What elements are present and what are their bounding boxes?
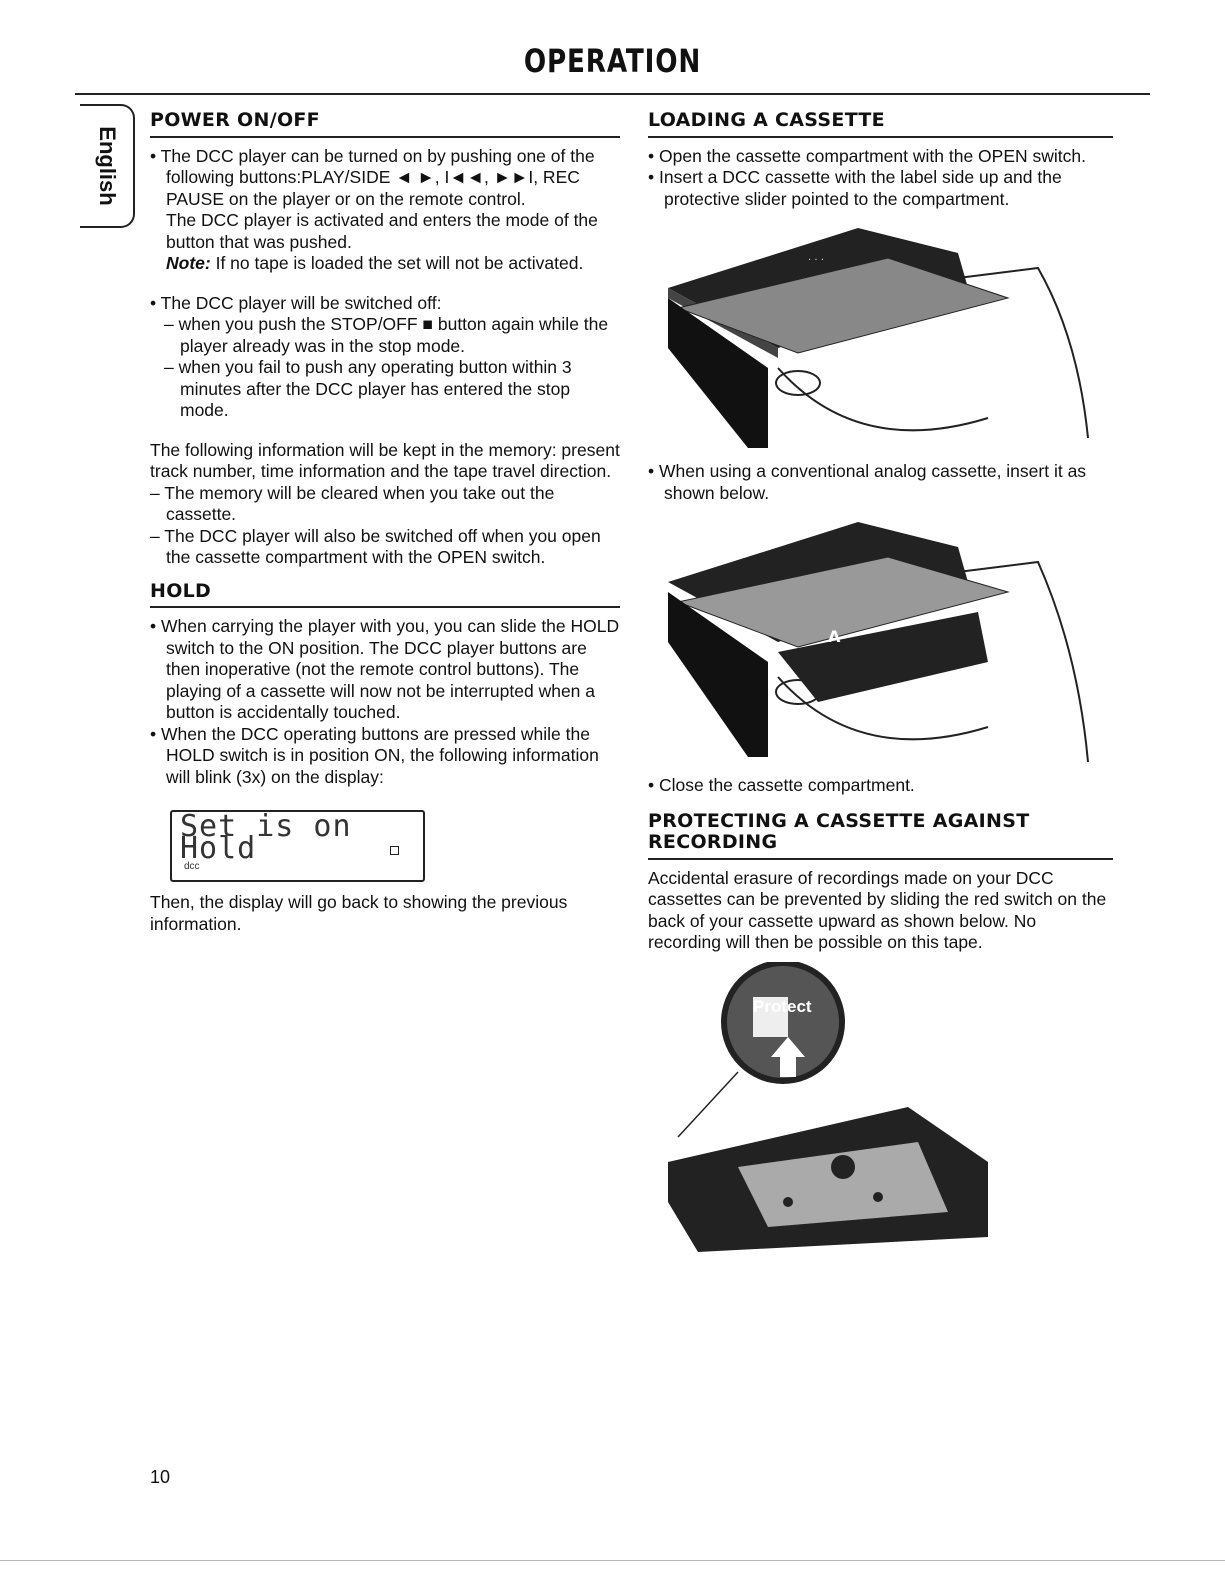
left-column: POWER ON/OFF • The DCC player can be tur…	[150, 109, 620, 935]
cassette-protect-illustration: Protect	[668, 961, 988, 1252]
loading-bullet-3: • When using a conventional analog casse…	[648, 461, 1087, 503]
lcd-indicator	[390, 846, 399, 855]
language-tab-label: English	[94, 126, 120, 206]
power-bullet-1: • The DCC player can be turned on by pus…	[150, 145, 595, 209]
hold-bullet-1: • When carrying the player with you, you…	[150, 616, 620, 722]
hold-para-1: Then, the display will go back to showin…	[150, 892, 568, 934]
power-dash-1: – when you push the STOP/OFF ■ button ag…	[164, 314, 609, 356]
note-text: If no tape is loaded the set will not be…	[210, 253, 584, 273]
page-title: OPERATION	[523, 42, 702, 80]
power-dash-3: – The memory will be cleared when you ta…	[150, 482, 555, 525]
power-para-2: The following information will be kept i…	[150, 439, 620, 482]
power-bullet-2: • The DCC player will be switched off:	[150, 292, 442, 313]
page-number: 10	[150, 1467, 171, 1487]
protect-badge-text: Protect	[753, 997, 812, 1016]
bottom-rule	[0, 1560, 1225, 1561]
hold-heading: HOLD	[150, 580, 620, 608]
svg-text:· · ·: · · ·	[808, 255, 824, 266]
power-heading: POWER ON/OFF	[150, 109, 620, 138]
power-note: Note: If no tape is loaded the set will …	[150, 253, 620, 275]
language-tab: English	[80, 104, 135, 228]
lcd-display: Set is on Hold dcc	[170, 810, 425, 882]
analog-cassette-insert-illustration: A	[668, 522, 1089, 763]
lcd-text: Set is on Hold	[180, 809, 352, 866]
loading-heading: LOADING A CASSETTE	[648, 109, 1113, 138]
loading-bullet-1: • Open the cassette compartment with the…	[648, 145, 1086, 166]
power-dash-4: – The DCC player will also be switched o…	[150, 525, 601, 568]
power-dash-2: – when you fail to push any operating bu…	[164, 357, 572, 420]
protect-heading: PROTECTING A CASSETTE AGAINST RECORDING	[648, 810, 1113, 860]
top-rule	[75, 93, 1150, 95]
power-para-1: The DCC player is activated and enters t…	[166, 210, 598, 252]
loading-bullet-2: • Insert a DCC cassette with the label s…	[648, 167, 1062, 209]
protect-para-1: Accidental erasure of recordings made on…	[648, 867, 1107, 953]
note-label: Note:	[166, 253, 211, 273]
lcd-status: dcc	[184, 861, 200, 872]
dcc-cassette-insert-illustration: · · ·	[668, 228, 1089, 448]
svg-text:A: A	[828, 627, 841, 646]
right-column: LOADING A CASSETTE • Open the cassette c…	[648, 109, 1113, 1270]
hold-bullet-2: • When the DCC operating buttons are pre…	[150, 723, 599, 787]
loading-bullet-4: • Close the cassette compartment.	[648, 775, 915, 795]
